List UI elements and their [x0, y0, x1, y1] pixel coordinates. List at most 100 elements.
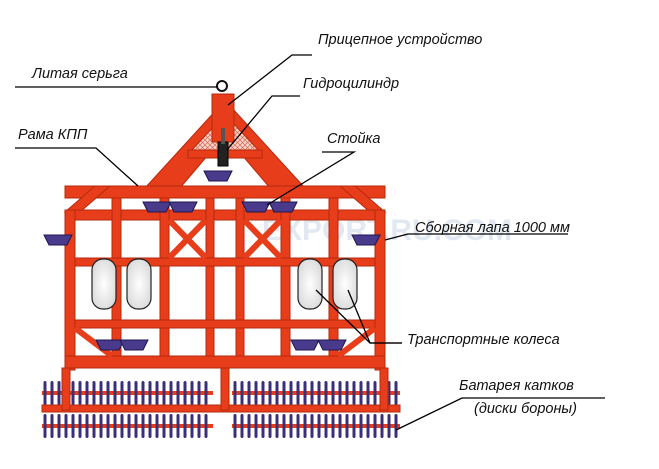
- harrow-disc-top-right-24: [394, 381, 398, 405]
- harrow-disc-bottom-left-21: [183, 414, 187, 438]
- harrow-disc-top-left-21: [183, 381, 187, 405]
- harrow-disc-bottom-left-5: [71, 414, 75, 438]
- harrow-disc-bottom-left-4: [64, 414, 68, 438]
- harrow-disc-bottom-left-20: [176, 414, 180, 438]
- harrow-disc-top-left-6: [78, 381, 82, 405]
- harrow-disc-top-left-8: [92, 381, 96, 405]
- harrow-disc-top-left-13: [127, 381, 131, 405]
- harrow-disc-top-right-2: [240, 381, 244, 405]
- harrow-disc-top-left-11: [113, 381, 117, 405]
- harrow-disc-bottom-left-22: [190, 414, 194, 438]
- harrow-disc-top-right-16: [338, 381, 342, 405]
- harrow-disc-bottom-left-3: [57, 414, 61, 438]
- frame-right-side: [374, 209, 386, 371]
- harrow-disc-bottom-left-14: [134, 414, 138, 438]
- label-rollers: Батарея катков: [459, 378, 574, 394]
- harrow-disc-top-left-7: [85, 381, 89, 405]
- harrow-disc-bottom-right-5: [261, 414, 265, 438]
- frame-top-beam: [64, 185, 386, 199]
- harrow-disc-bottom-right-12: [310, 414, 314, 438]
- harrow-disc-top-left-9: [99, 381, 103, 405]
- harrow-disc-bottom-right-23: [387, 414, 391, 438]
- harrow-disc-top-left-1: [43, 381, 47, 405]
- paw-11: [317, 339, 347, 351]
- leg-left: [61, 367, 71, 411]
- harrow-disc-top-left-22: [190, 381, 194, 405]
- label-frame: Рама КПП: [18, 127, 88, 143]
- harrow-disc-bottom-right-17: [345, 414, 349, 438]
- frame-bottom-beam: [64, 355, 386, 369]
- harrow-disc-bottom-right-2: [240, 414, 244, 438]
- harrow-disc-bottom-left-7: [85, 414, 89, 438]
- harrow-disc-top-right-12: [310, 381, 314, 405]
- harrow-disc-bottom-right-10: [296, 414, 300, 438]
- harrow-disc-bottom-left-23: [197, 414, 201, 438]
- harrow-disc-bottom-right-11: [303, 414, 307, 438]
- harrow-disc-bottom-left-17: [155, 414, 159, 438]
- harrow-disc-bottom-right-18: [352, 414, 356, 438]
- hydro-cylinder-body: [217, 141, 229, 167]
- harrow-disc-bottom-right-6: [268, 414, 272, 438]
- harrow-disc-top-right-9: [289, 381, 293, 405]
- harrow-disc-top-left-17: [155, 381, 159, 405]
- paw-4: [241, 201, 271, 213]
- harrow-disc-top-right-8: [282, 381, 286, 405]
- harrow-disc-top-left-19: [169, 381, 173, 405]
- harrow-disc-top-right-7: [275, 381, 279, 405]
- paw-9: [119, 339, 149, 351]
- harrow-disc-top-right-21: [373, 381, 377, 405]
- harrow-disc-bottom-left-2: [50, 414, 54, 438]
- harrow-disc-bottom-right-14: [324, 414, 328, 438]
- frame-post-5: [280, 197, 291, 369]
- harrow-disc-bottom-right-4: [254, 414, 258, 438]
- harrow-disc-top-left-14: [134, 381, 138, 405]
- harrow-disc-bottom-right-1: [233, 414, 237, 438]
- frame-corner-braces: [73, 325, 377, 359]
- frame-post-4: [235, 197, 245, 369]
- harrow-disc-top-right-19: [359, 381, 363, 405]
- paw-1: [203, 170, 233, 182]
- harrow-disc-top-right-14: [324, 381, 328, 405]
- harrow-disc-top-right-15: [331, 381, 335, 405]
- leg-right: [379, 367, 389, 411]
- label-post: Стойка: [327, 131, 380, 147]
- harrow-disc-bottom-right-7: [275, 414, 279, 438]
- harrow-disc-top-right-20: [366, 381, 370, 405]
- frame-left-side: [64, 209, 76, 371]
- harrow-disc-bottom-right-20: [366, 414, 370, 438]
- frame-post-2: [159, 197, 170, 369]
- harrow-disc-bottom-right-13: [317, 414, 321, 438]
- paw-6: [43, 234, 73, 246]
- harrow-disc-bottom-left-1: [43, 414, 47, 438]
- harrow-disc-top-right-5: [261, 381, 265, 405]
- frame-mid-beam: [74, 257, 376, 267]
- harrow-disc-bottom-right-19: [359, 414, 363, 438]
- roller-axle-top-right: [232, 391, 400, 395]
- harrow-disc-top-right-1: [233, 381, 237, 405]
- label-hitch: Прицепное устройство: [318, 32, 482, 48]
- harrow-disc-bottom-right-8: [282, 414, 286, 438]
- harrow-disc-bottom-right-9: [289, 414, 293, 438]
- harrow-disc-bottom-right-15: [331, 414, 335, 438]
- frame-lower-beam: [74, 319, 376, 329]
- paw-5: [268, 201, 298, 213]
- harrow-disc-top-left-23: [197, 381, 201, 405]
- harrow-disc-bottom-right-16: [338, 414, 342, 438]
- frame-post-3: [205, 197, 215, 369]
- harrow-disc-bottom-left-11: [113, 414, 117, 438]
- cast-earring: [216, 80, 228, 92]
- harrow-disc-bottom-left-19: [169, 414, 173, 438]
- label-cast-earring: Литая серьга: [31, 66, 128, 82]
- paw-3: [168, 201, 198, 213]
- harrow-disc-top-left-10: [106, 381, 110, 405]
- paw-8: [95, 339, 125, 351]
- harrow-disc-bottom-left-9: [99, 414, 103, 438]
- harrow-disc-top-left-15: [141, 381, 145, 405]
- paw-10: [290, 339, 320, 351]
- harrow-disc-top-left-24: [204, 381, 208, 405]
- harrow-disc-bottom-right-21: [373, 414, 377, 438]
- harrow-disc-bottom-right-3: [247, 414, 251, 438]
- harrow-disc-top-left-2: [50, 381, 54, 405]
- harrow-disc-bottom-left-8: [92, 414, 96, 438]
- wheel-2: [126, 258, 152, 310]
